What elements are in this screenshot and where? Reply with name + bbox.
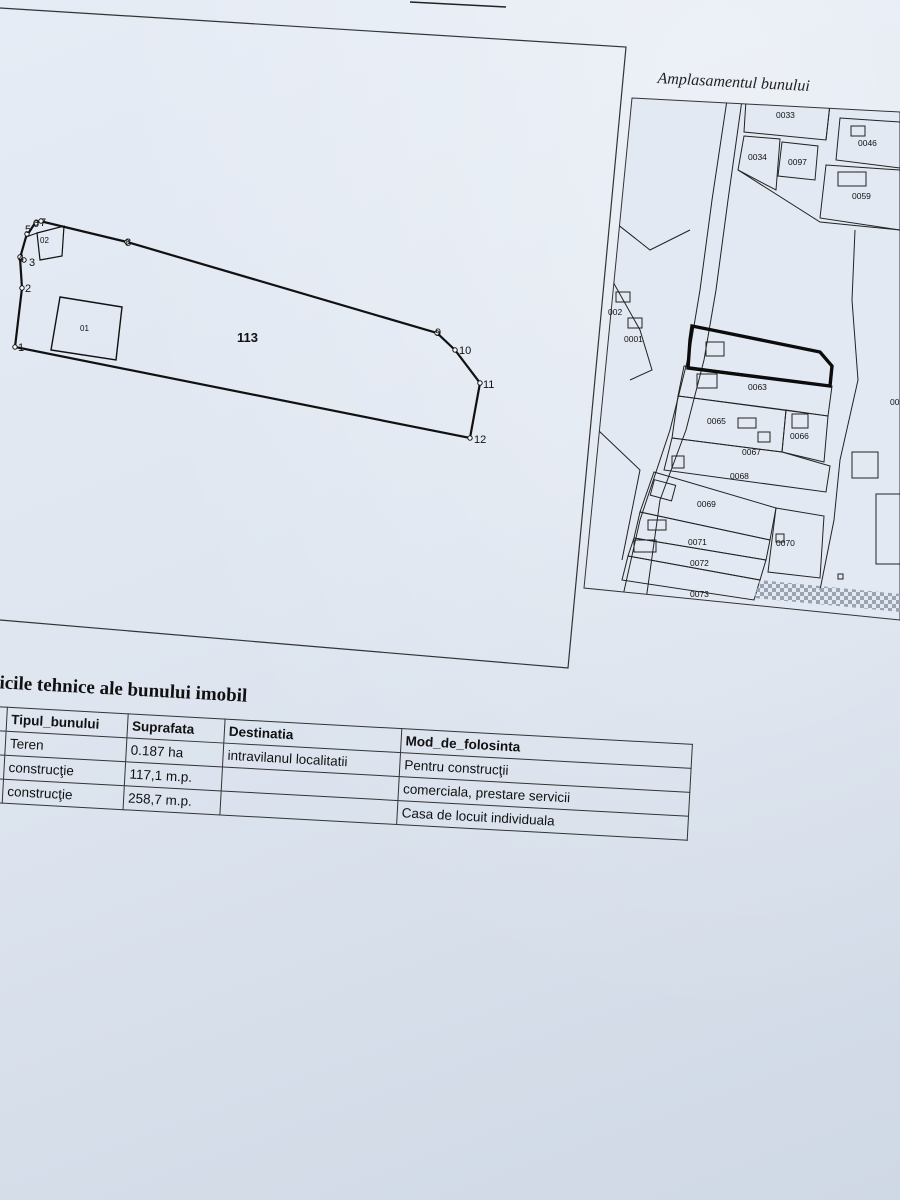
map-label-0073: 0073: [690, 589, 709, 599]
point-label-5: 5: [25, 224, 31, 236]
point-label-3: 3: [29, 257, 35, 269]
lot-0063-building: [696, 373, 718, 389]
vertex-2: [19, 285, 25, 291]
lot-0071-building: [647, 519, 667, 531]
lot-0097: [777, 141, 819, 181]
lot-0068-building: [671, 455, 685, 469]
cell-tip: construcţie: [2, 779, 125, 810]
building-01-outline: [50, 296, 123, 361]
vertex-12: [467, 435, 473, 441]
map-label-0067: 0067: [742, 447, 761, 457]
vertex-4: [17, 254, 23, 260]
right-building-2: [875, 493, 900, 565]
vertex-9: [434, 330, 440, 336]
right-boundary: [819, 229, 859, 591]
plan-frame: [0, 7, 627, 669]
map-label-0063: 0063: [748, 382, 767, 392]
lot-002-building: [615, 291, 631, 303]
point-label-9: 9: [435, 327, 441, 339]
lot-0069-building: [649, 479, 677, 502]
top-divider: [825, 103, 831, 141]
map-frame: [583, 97, 900, 621]
lot-0066: [781, 409, 829, 463]
vertex-1: [12, 344, 18, 350]
point-label-2: 2: [25, 283, 31, 295]
point-label-4: 4: [18, 253, 24, 265]
map-label-0069: 0069: [697, 499, 716, 509]
vertex-markers: [12, 218, 483, 441]
property-table: Tipul_bunului Suprafata Destinatia Mod_d…: [0, 706, 693, 841]
map-label-0097: 0097: [788, 157, 807, 167]
parcel-outline: [13, 219, 482, 440]
big-parcel-top-edge: [737, 169, 900, 231]
building-02-label: 02: [40, 236, 49, 245]
map-label-0033: 0033: [776, 110, 795, 120]
highlighted-lot-building: [705, 341, 725, 357]
cell-suprafata: 258,7 m.p.: [123, 785, 222, 815]
lot-0068: [663, 437, 831, 493]
point-label-11: 11: [483, 379, 494, 391]
checkered-strip: [754, 580, 900, 612]
lot-0070: [767, 507, 825, 579]
lot-0046: [835, 117, 900, 169]
lot-0034: [737, 135, 781, 191]
map-label-0001: 0001: [624, 334, 643, 344]
vertex-3: [21, 257, 27, 263]
top-rule: [409, 1, 507, 8]
vertex-8: [124, 239, 130, 245]
map-label-0046: 0046: [858, 138, 877, 148]
point-label-6: 6: [33, 218, 39, 230]
point-label-12: 12: [474, 434, 486, 446]
vertex-6: [33, 220, 39, 226]
building-02-outline: [36, 225, 65, 261]
lot-0070-building: [775, 533, 785, 543]
lot-0059: [819, 164, 900, 231]
parcel-number: 113: [237, 330, 258, 345]
map-label-0068: 0068: [730, 471, 749, 481]
map-label-0072: 0072: [690, 558, 709, 568]
map-label-0065: 0065: [707, 416, 726, 426]
lot-0073: [621, 555, 761, 601]
point-label-10: 10: [459, 345, 471, 357]
point-label-1: 1: [18, 342, 24, 354]
technical-characteristics: ticile tehnice ale bunului imobil Tipul_…: [0, 668, 713, 947]
lot-0001-building: [627, 317, 643, 329]
map-label-0059: 0059: [852, 191, 871, 201]
highlighted-parcel: [686, 323, 834, 388]
lot-0059-building: [837, 171, 867, 187]
vertex-11: [477, 380, 483, 386]
map-label-0034: 0034: [748, 152, 767, 162]
lower-left-boundary: [597, 429, 641, 561]
map-label-0070: 0070: [776, 538, 795, 548]
lot-0072-building: [633, 539, 657, 553]
map-label-0066: 0066: [790, 431, 809, 441]
small-marker: [837, 573, 844, 580]
lot-0066-building: [791, 413, 809, 429]
point-label-7: 7: [40, 217, 46, 229]
building-01-label: 01: [80, 324, 89, 333]
map-label-002: 002: [608, 307, 622, 317]
road-edge-right: [645, 99, 743, 601]
road-branch: [611, 219, 691, 251]
vertex-7: [38, 218, 44, 224]
point-label-8: 8: [125, 237, 131, 249]
vertex-10: [452, 347, 458, 353]
lot-0065-building: [737, 417, 757, 429]
map-label-00: 00: [890, 397, 900, 407]
lot-0065-annex: [757, 431, 771, 443]
right-building-1: [851, 451, 879, 479]
lot-0046-building: [850, 125, 866, 137]
vertex-5: [24, 231, 30, 237]
lot-002-edge: [611, 279, 653, 381]
map-label-0071: 0071: [688, 537, 707, 547]
